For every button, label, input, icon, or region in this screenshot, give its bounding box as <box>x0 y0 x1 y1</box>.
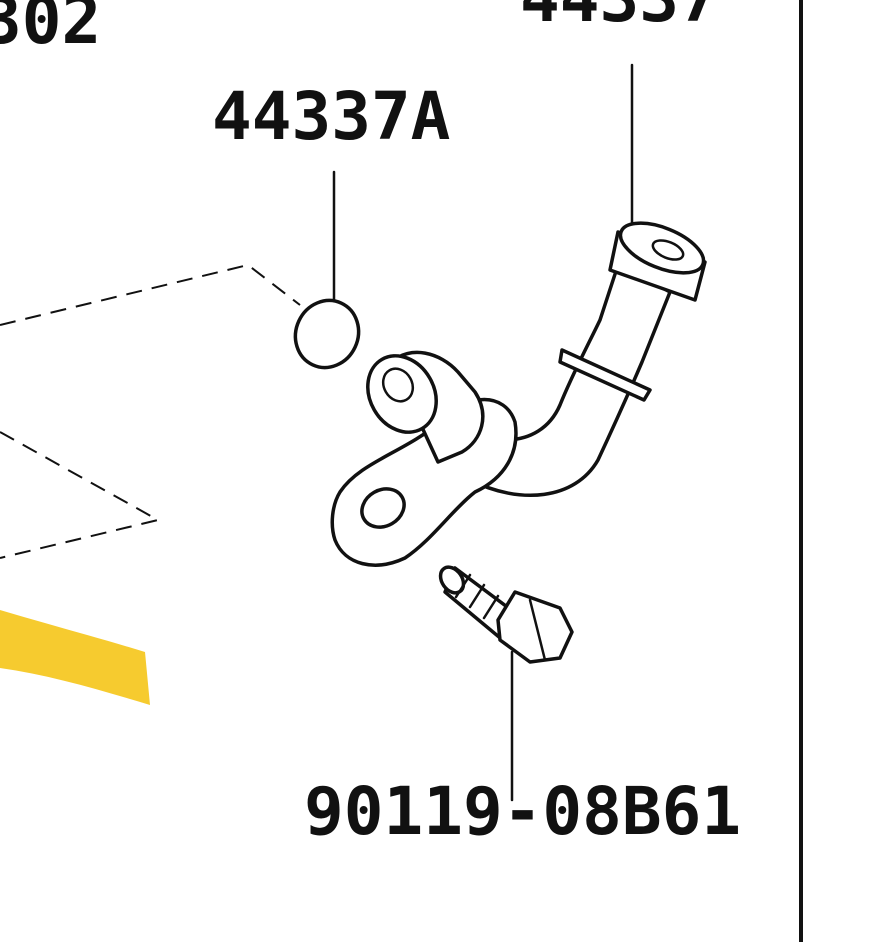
flange-bracket-part <box>330 350 518 567</box>
callout-44337A: 44337A <box>212 78 451 155</box>
callout-302: 302 <box>0 0 102 59</box>
gasket-ring <box>293 298 361 370</box>
dashed-guide-lower <box>0 431 161 559</box>
hose-elbow-part <box>468 221 707 497</box>
callout-44337: 44337 <box>520 0 719 32</box>
dashed-guide-upper <box>0 263 301 326</box>
callout-90119-08B61: 90119-08B61 <box>304 773 742 850</box>
highlight-mark <box>0 610 150 705</box>
flange-bolt-part <box>438 565 574 664</box>
